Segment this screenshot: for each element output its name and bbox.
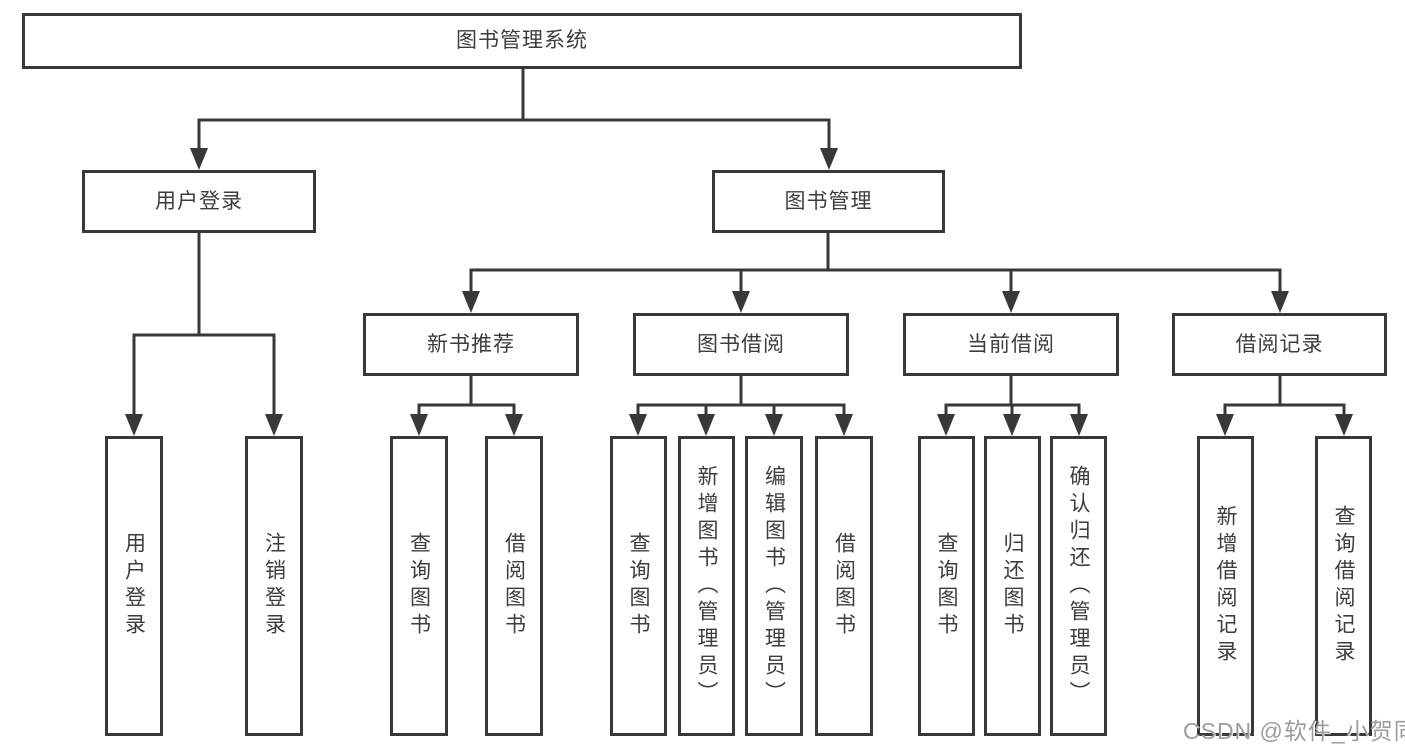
csdn-watermark: CSDN @软件_小贺同学 <box>1183 718 1405 744</box>
node-library-management-system: 图书管理系统 <box>22 13 1022 69</box>
leaf-borrow-borrow-books: 借阅图书 <box>815 436 873 736</box>
node-user-login: 用户登录 <box>82 170 316 233</box>
node-current-borrow: 当前借阅 <box>903 313 1119 376</box>
node-new-book-recommend: 新书推荐 <box>363 313 579 376</box>
node-borrow-record: 借阅记录 <box>1172 313 1387 376</box>
leaf-newbook-query-books: 查询图书 <box>390 436 448 736</box>
leaf-borrow-query-books: 查询图书 <box>610 436 667 736</box>
leaf-newbook-borrow-books: 借阅图书 <box>485 436 543 736</box>
leaf-record-add-borrow-record: 新增借阅记录 <box>1197 436 1254 736</box>
leaf-current-return-books: 归还图书 <box>984 436 1041 736</box>
leaf-borrow-add-books-admin: 新增图书（管理员） <box>678 436 735 736</box>
node-book-borrow: 图书借阅 <box>633 313 849 376</box>
leaf-logout-login: 注销登录 <box>245 436 303 736</box>
leaf-current-query-books: 查询图书 <box>918 436 975 736</box>
node-book-management: 图书管理 <box>712 170 945 233</box>
leaf-current-confirm-return-admin: 确认归还（管理员） <box>1050 436 1107 736</box>
leaf-record-query-borrow-record: 查询借阅记录 <box>1315 436 1372 736</box>
leaf-borrow-edit-books-admin: 编辑图书（管理员） <box>745 436 803 736</box>
leaf-user-login: 用户登录 <box>105 436 163 736</box>
